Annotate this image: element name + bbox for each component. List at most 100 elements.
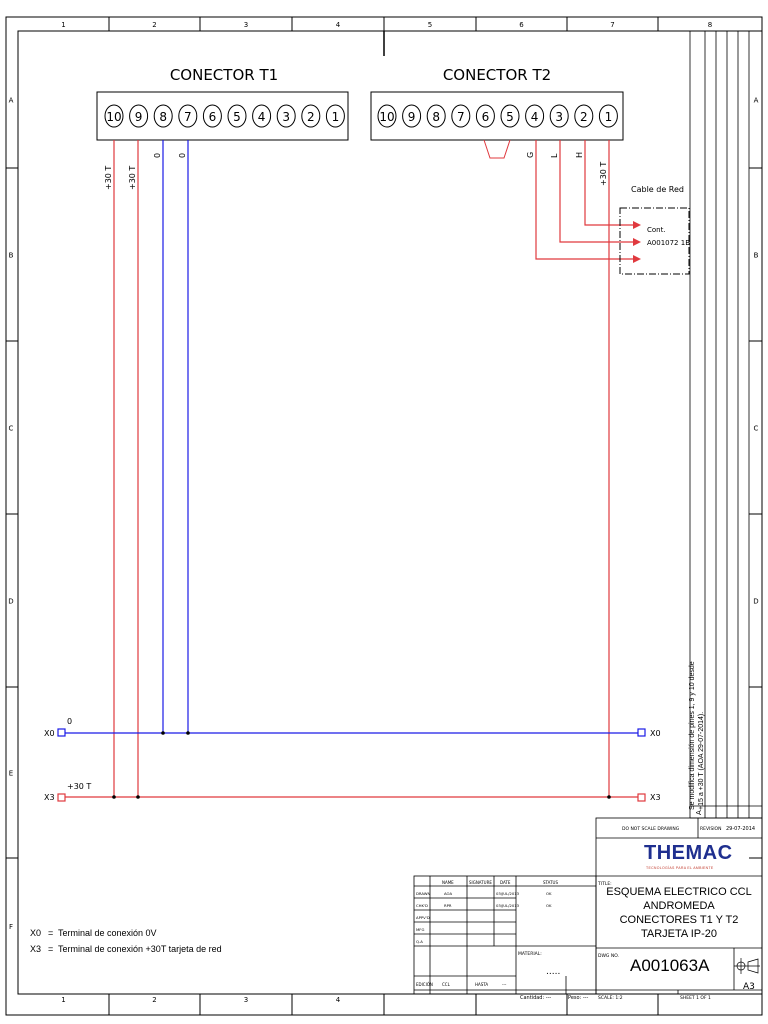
zone-col-label: 3 [244,21,248,29]
connector-t2-title: CONECTOR T2 [443,66,551,84]
tb-edicion-ccl: CCL [442,982,451,987]
zone-row-label: C [754,425,759,433]
zone-col-label: 1 [61,21,65,29]
bus-x3-label: +30 T [67,782,91,791]
connector-pin-label: 9 [135,110,143,124]
connector-pin [178,104,198,128]
tb-row-date: 03/JUL/2013 [496,903,520,908]
wire-label-t1-8: 0 [153,153,162,158]
connector-pin-label: 9 [408,110,416,124]
junction-dots [112,731,611,799]
junction [161,731,165,735]
tb-row-role: CHK'D [416,903,428,908]
connector-pin-label: 2 [580,110,588,124]
terminal-x0-right [637,728,646,737]
zone-row-label: B [9,252,14,260]
themac-logo-tagline: TECNOLOGÍAS PARA EL AMBIENTE [646,866,714,870]
connector-pin-label: 4 [258,110,266,124]
connector-pin-label: 1 [605,110,613,124]
junction [186,731,190,735]
zone-col-label: 2 [152,21,156,29]
tb-row-role: DRAWN [416,891,431,896]
revision-letter: A [695,810,703,815]
connector-pin [276,104,296,128]
legend-row-x3: X3=Terminal de conexión +30T tarjeta de … [30,944,222,954]
connector-pin [301,104,321,128]
zone-col-label: 8 [708,21,712,29]
tb-row-status: OK [546,903,552,908]
drawing-title-line2: ANDROMEDA [643,900,715,912]
tb-revision-date: 29-07-2014 [726,826,755,832]
zone-column-ticks [108,17,659,1015]
wire-t2-4 [535,140,633,260]
terminal-x3-right-label: X3 [650,793,661,802]
terminal-x0-left-label: X0 [44,729,55,738]
terminal-x3-right [637,793,646,802]
drawing-number: A001063A [630,956,710,975]
tb-title-label: TITLE: [597,881,612,887]
zone-row-label: E [9,770,13,778]
proj-cone [747,958,759,974]
network-cable-box-line2: A001072 1B [647,239,690,247]
drawing-title-line3: CONECTORES T1 Y T2 TARJETA IP-20 [619,914,739,940]
connector-pin [525,104,545,128]
zone-col-label: 4 [336,996,341,1004]
junction [607,795,611,799]
wire-label-t1-10: +30 T [104,166,113,190]
connector-pin [549,104,569,128]
connector-pin-label: 5 [506,110,514,124]
zone-row-label: A [754,97,759,105]
connector-pin-label: 4 [531,110,539,124]
zone-row-label: B [754,252,759,260]
zone-col-label: 1 [61,996,65,1004]
junction [112,795,116,799]
revision-note-line2: +15 a +30 T (AOA 29-07-2014). [698,711,705,810]
terminal-x0-left [57,728,66,737]
legend-text: Terminal de conexión 0V [58,928,157,938]
arrow-g [633,255,641,263]
connector-t1-body [96,91,349,141]
revision-note: Se modifica dimensión de pines 1, 9 y 10… [688,661,706,810]
tb-cantidad: Cantidad: --- [520,995,551,1001]
tb-head-signature: SIGNATURE [469,880,492,885]
connector-pin [104,104,124,128]
legend-text: Terminal de conexión +30T tarjeta de red [58,944,222,954]
zone-col-label: 4 [336,21,341,29]
connector-pin [451,104,471,128]
legend-eq: = [48,928,54,938]
connector-pin-label: 5 [233,110,241,124]
tb-size: A3 [743,982,755,992]
connector-pin-label: 6 [482,110,490,124]
zone-row-label: C [9,425,14,433]
tb-dwg-label: DWG NO. [598,953,619,959]
tb-edicion-dash: --- [502,982,507,987]
connector-t2-body [370,91,624,141]
wire-t2-2 [584,140,633,226]
zone-col-label: 5 [428,21,432,29]
tb-row-role: Q.A [416,939,423,944]
tb-edicion-label: EDICIÓN [416,982,433,987]
tb-material-value: ..... [546,967,560,977]
zone-row-label: D [753,598,758,606]
zone-row-ticks [6,167,762,859]
connector-pin [574,104,594,128]
zone-row-label: D [8,598,13,606]
connector-pin-label: 10 [106,110,121,124]
tb-row-role: MFG [416,927,424,932]
tb-sheet: SHEET 1 OF 1 [680,995,711,1001]
wire-label-t2-2: H [575,152,584,158]
connector-pin-label: 8 [159,110,167,124]
tb-head-date: DATE [500,880,511,885]
wire-label-t1-9: +30 T [128,166,137,190]
connector-pin-label: 7 [184,110,192,124]
connector-pin [202,104,222,128]
connector-pin [475,104,495,128]
connector-pin [402,104,422,128]
tb-head-name: NAME [442,880,454,885]
wire-label-t2-1: +30 T [599,162,608,186]
network-arrows [633,221,641,263]
